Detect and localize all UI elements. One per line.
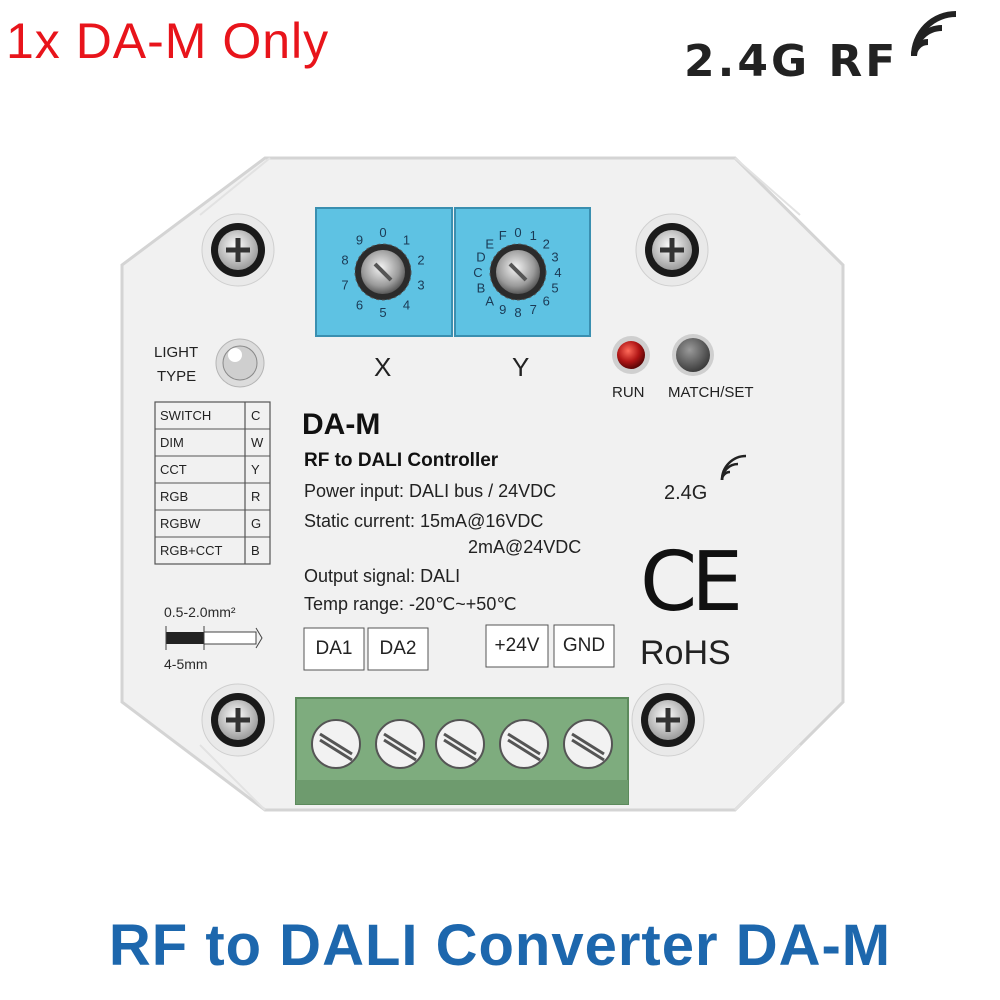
dial-digit: 9	[499, 302, 506, 317]
wifi-small-icon	[720, 454, 747, 481]
light-type-table-grid	[154, 401, 271, 565]
quantity-label: 1x DA-M Only	[6, 13, 330, 69]
dial-digit: 0	[379, 225, 386, 240]
run-led-icon	[612, 336, 650, 374]
spec-temp: Temp range: -20℃~+50℃	[304, 594, 517, 614]
screw-icon	[631, 683, 705, 757]
terminal-block-icon	[295, 697, 629, 805]
run-label: RUN	[612, 384, 645, 401]
wire-strip-icon	[165, 626, 263, 650]
light-type-lens-icon	[215, 338, 265, 388]
device-subtitle: RF to DALI Controller	[304, 450, 499, 471]
dial-digit: 4	[554, 265, 561, 280]
dial-digit: 8	[514, 305, 521, 320]
dial-digit: 5	[551, 280, 558, 295]
terminal-screw-icon[interactable]	[375, 719, 425, 769]
light-table-type: CCT	[160, 462, 187, 477]
terminal-label-da1: DA1	[315, 638, 353, 659]
frequency-label: 2.4G	[664, 482, 708, 504]
dial-digit: 7	[530, 302, 537, 317]
light-table-code: R	[251, 489, 261, 504]
match-set-button-icon	[672, 334, 714, 376]
model-name: DA-M	[302, 408, 381, 441]
dial-digit: 2	[417, 253, 424, 268]
match-set-label: MATCH/SET	[668, 384, 754, 401]
light-table-code: Y	[251, 462, 260, 477]
dial-digit: 7	[341, 277, 348, 292]
dial-digit: F	[499, 228, 507, 243]
terminal-screw-icon[interactable]	[435, 719, 485, 769]
dial-digit: E	[485, 237, 494, 252]
wire-spec: 0.5-2.0mm²	[164, 604, 236, 620]
light-table-type: RGB+CCT	[160, 543, 223, 558]
light-table-code: C	[251, 408, 261, 423]
dial-digit: 0	[514, 225, 521, 240]
dial-digit: 4	[403, 297, 410, 312]
spec-output: Output signal: DALI	[304, 566, 461, 586]
dial-digit: B	[477, 280, 486, 295]
terminal-label-gnd: GND	[562, 635, 606, 656]
dial-digit: 1	[530, 228, 537, 243]
rohs-mark: RoHS	[640, 634, 731, 672]
screw-icon	[201, 213, 275, 287]
screw-icon	[201, 683, 275, 757]
light-type-label-1: LIGHT	[154, 344, 199, 361]
dial-y-label: Y	[512, 352, 530, 382]
light-type-label-2: TYPE	[157, 368, 197, 385]
dial-x-icon: 0 12 34 5 67 89	[315, 207, 453, 337]
light-table-type: SWITCH	[160, 408, 212, 423]
strip-length: 4-5mm	[164, 656, 208, 672]
spec-static-current-2: 2mA@24VDC	[468, 537, 582, 557]
terminal-screw-icon[interactable]	[311, 719, 361, 769]
dial-digit: 1	[403, 233, 410, 248]
dial-digit: 9	[356, 233, 363, 248]
screw-icon	[635, 213, 709, 287]
dial-digit: 2	[543, 237, 550, 252]
light-table-code: W	[251, 435, 264, 450]
light-table-code: B	[251, 543, 260, 558]
light-table-code: G	[251, 516, 262, 531]
terminal-screw-icon[interactable]	[499, 719, 549, 769]
dial-digit: A	[485, 293, 494, 308]
product-caption: RF to DALI Converter DA-M	[108, 913, 892, 978]
dial-digit: 6	[356, 297, 363, 312]
terminal-label-da2: DA2	[379, 638, 417, 659]
dial-digit: 8	[341, 253, 348, 268]
ce-mark: CE	[640, 535, 743, 630]
terminal-screw-icon[interactable]	[563, 719, 613, 769]
dial-digit: 3	[417, 277, 424, 292]
dial-digit: 3	[551, 250, 558, 265]
dial-digit: 5	[379, 305, 386, 320]
light-table-type: RGB	[160, 489, 189, 504]
dial-digit: C	[473, 265, 482, 280]
light-table-type: DIM	[160, 435, 184, 450]
dial-digit: D	[476, 250, 485, 265]
spec-static-current: Static current: 15mA@16VDC	[304, 511, 544, 531]
spec-power: Power input: DALI bus / 24VDC	[304, 481, 557, 501]
terminal-label-24v: +24V	[494, 635, 540, 656]
wifi-waves-icon	[911, 11, 957, 57]
light-table-type: RGBW	[160, 516, 201, 531]
dial-digit: 6	[543, 293, 550, 308]
dial-x-label: X	[374, 352, 392, 382]
rf-badge-text: 2.4G RF	[684, 36, 899, 87]
